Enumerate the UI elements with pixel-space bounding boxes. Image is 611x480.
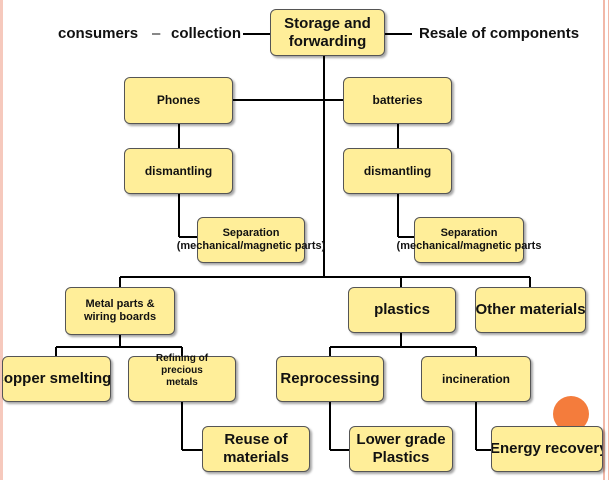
reuse-text: Reuse of materials: [223, 431, 289, 466]
dismantling-right-node: dismantling: [343, 148, 452, 194]
refining-text: Refining of precious metals: [155, 353, 209, 388]
energy-recovery-text: Energy recovery: [491, 440, 603, 457]
plastics-text: plastics: [374, 301, 430, 318]
incineration-text: incineration: [441, 371, 510, 386]
left-stripe: [0, 0, 3, 480]
batteries-node: batteries: [343, 77, 452, 124]
lower-grade-node: Lower grade Plastics: [349, 426, 453, 472]
consumers-label: consumers: [58, 25, 139, 42]
reuse-node: Reuse of materials: [202, 426, 310, 472]
metal-parts-node: Metal parts & wiring boards: [65, 287, 175, 335]
resale-label: Resale of components: [419, 25, 580, 42]
plastics-node: plastics: [348, 287, 456, 333]
energy-recovery-node: Energy recovery: [491, 426, 603, 472]
refining-node: Refining of precious metals: [128, 353, 236, 402]
metal-parts-text: Metal parts & wiring boards: [83, 297, 157, 323]
separation-right-node: Separation (mechanical/magnetic parts: [397, 217, 541, 263]
dash-separator: –: [152, 25, 161, 42]
copper-smelting-text: Copper smelting: [2, 370, 111, 387]
other-materials-text: Other materials: [475, 301, 586, 318]
separation-right-text: Separation (mechanical/magnetic parts: [396, 226, 542, 252]
dismantling-left-text: dismantling: [144, 163, 213, 178]
separation-left-node: Separation (mechanical/magnetic parts): [177, 217, 325, 263]
storage-forwarding-text: Storage and forwarding: [284, 14, 371, 50]
dismantling-left-node: dismantling: [124, 148, 233, 194]
batteries-text: batteries: [372, 93, 423, 108]
phones-node: Phones: [124, 77, 233, 124]
reprocessing-node: Reprocessing: [276, 356, 384, 402]
right-stripe: [603, 0, 611, 480]
incineration-node: incineration: [421, 356, 531, 402]
separation-left-text: Separation (mechanical/magnetic parts): [176, 226, 326, 252]
other-materials-node: Other materials: [475, 287, 586, 333]
dismantling-right-text: dismantling: [363, 163, 432, 178]
reprocessing-text: Reprocessing: [280, 370, 380, 387]
storage-forwarding-node: Storage and forwarding: [270, 9, 385, 56]
phones-text: Phones: [156, 93, 201, 108]
copper-smelting-node: Copper smelting: [2, 356, 111, 402]
lower-grade-text: Lower grade Plastics: [356, 431, 446, 466]
collection-label: collection: [171, 25, 242, 42]
